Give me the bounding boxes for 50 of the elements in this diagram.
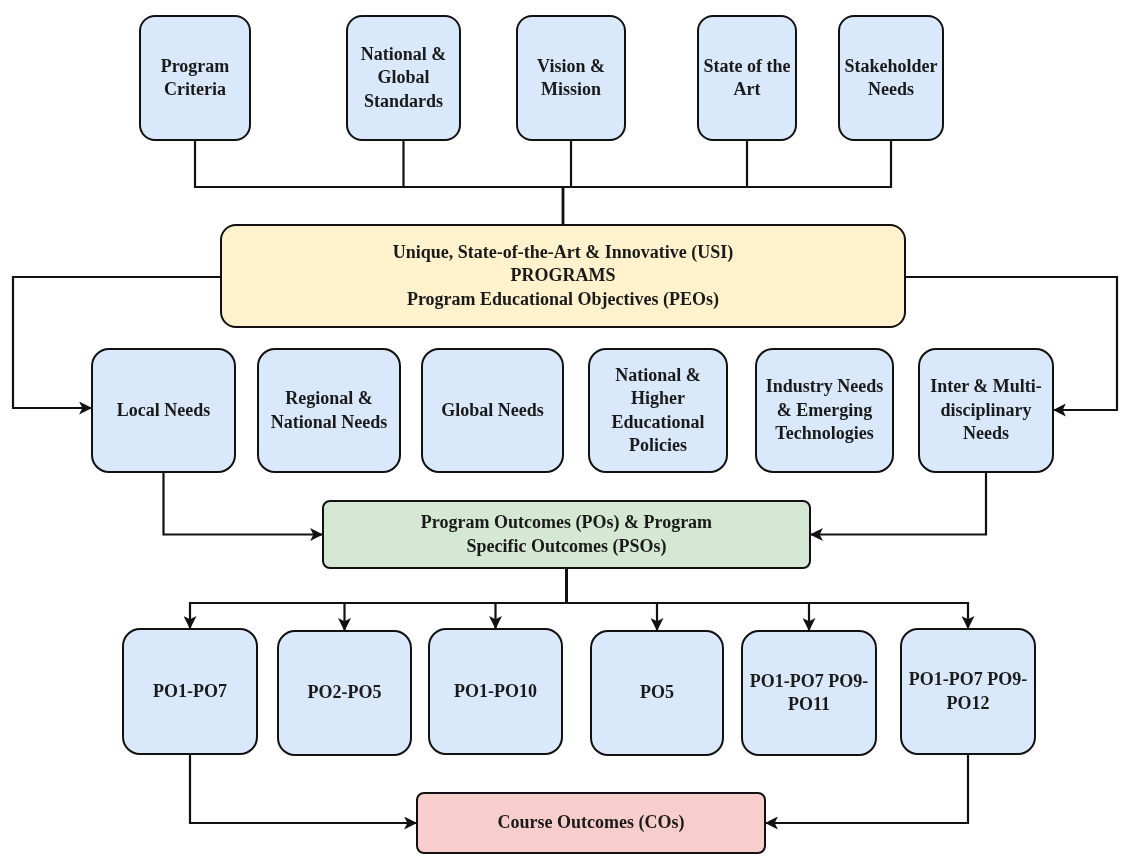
rounded-box xyxy=(588,348,728,473)
box-label: Global Needs xyxy=(441,398,544,422)
rounded-box xyxy=(322,500,811,569)
box-label: National & Higher Educational Policies xyxy=(610,363,706,457)
box-label: PO5 xyxy=(640,681,674,705)
rounded-box xyxy=(421,348,564,473)
box-label: Stakeholder Needs xyxy=(844,54,938,101)
rounded-box xyxy=(838,15,944,141)
box-label: Inter & Multi-disciplinary Needs xyxy=(929,375,1043,446)
box-label: Unique, State-of-the-Art & Innovative (USI) xyxy=(392,240,734,264)
rounded-box xyxy=(918,348,1054,473)
arrow xyxy=(906,275,1119,417)
rounded-box xyxy=(122,628,258,755)
rounded-box xyxy=(346,15,461,141)
box-label: Course Outcomes (COs) xyxy=(497,811,685,835)
box-label: Industry Needs & Emerging Technologies xyxy=(764,375,885,446)
arrow xyxy=(11,275,220,415)
arrow xyxy=(764,755,970,830)
box-label: Regional & National Needs xyxy=(269,387,389,434)
rounded-box xyxy=(220,224,906,328)
arrow xyxy=(809,473,988,541)
box-label: Local Needs xyxy=(116,398,211,422)
rounded-box xyxy=(428,628,563,755)
rounded-box xyxy=(277,630,412,756)
rounded-box xyxy=(755,348,894,473)
rounded-box xyxy=(900,628,1036,755)
arrow xyxy=(162,473,324,541)
rounded-box xyxy=(257,348,401,473)
box-label: PO1-PO10 xyxy=(454,679,537,703)
rounded-box xyxy=(697,15,797,141)
box-label: National & Global Standards xyxy=(359,42,448,113)
rounded-box xyxy=(590,630,724,756)
arrow xyxy=(565,569,975,630)
connector-line xyxy=(561,141,893,224)
rounded-box xyxy=(416,792,766,854)
rounded-box xyxy=(139,15,251,141)
box-label: PROGRAMS xyxy=(510,264,616,288)
rounded-box xyxy=(91,348,236,473)
rounded-box xyxy=(516,15,626,141)
box-label: Vision & Mission xyxy=(536,54,606,101)
box-label: Program Educational Objectives (PEOs) xyxy=(406,287,720,311)
box-label: PO2-PO5 xyxy=(307,681,382,705)
arrow xyxy=(188,755,418,830)
box-label: Program Outcomes (POs) & Program Specific Outcomes (PSOs) xyxy=(419,511,714,558)
box-label: PO1-PO7 PO9-PO11 xyxy=(748,669,870,716)
box-label: Program Criteria xyxy=(159,54,231,101)
box-label: State of the Art xyxy=(703,54,791,101)
rounded-box xyxy=(741,630,877,756)
box-label: PO1-PO7 xyxy=(153,679,227,703)
box-label: PO1-PO7 PO9-PO12 xyxy=(907,668,1029,715)
